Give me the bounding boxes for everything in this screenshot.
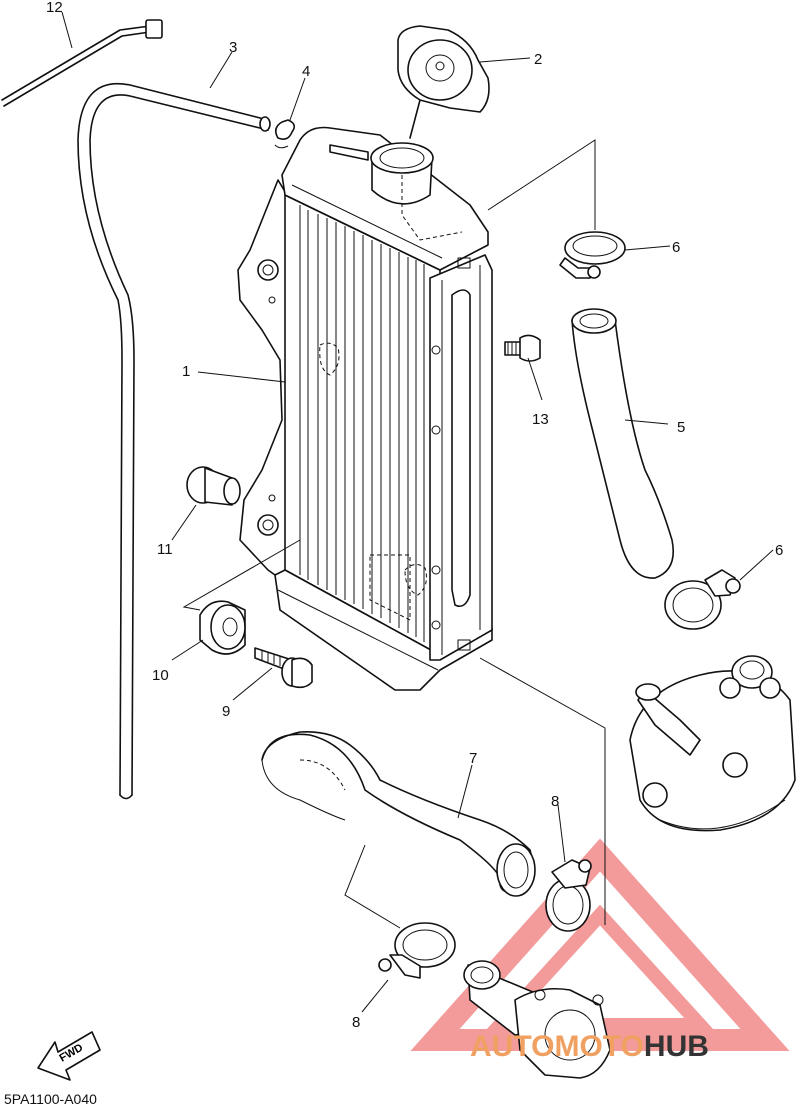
lower-hose-7 bbox=[261, 730, 536, 897]
callout-13: 13 bbox=[532, 411, 549, 428]
callout-4: 4 bbox=[302, 63, 310, 80]
callout-3: 3 bbox=[229, 39, 237, 56]
callout-11: 11 bbox=[157, 541, 173, 558]
callout-9: 9 bbox=[222, 703, 230, 720]
callout-2: 2 bbox=[534, 51, 542, 68]
damper-10 bbox=[199, 600, 246, 655]
drawing-code: 5PA1100-A040 bbox=[4, 1091, 97, 1107]
callout-12: 12 bbox=[46, 0, 63, 16]
upper-hose-5 bbox=[571, 308, 674, 579]
callout-5: 5 bbox=[677, 419, 685, 436]
hose-clamp-6-lower bbox=[664, 569, 741, 630]
leader-lines bbox=[61, 11, 774, 1013]
radiator-1 bbox=[237, 126, 493, 691]
bolt-13 bbox=[504, 334, 541, 362]
callout-7: 7 bbox=[469, 750, 477, 767]
clip-4 bbox=[274, 119, 296, 149]
callout-1: 1 bbox=[182, 363, 190, 380]
svg-text:AUTOMOTOHUB: AUTOMOTOHUB bbox=[470, 1030, 709, 1063]
guide-lines bbox=[182, 139, 606, 929]
watermark-part1: AUTOMOTO bbox=[470, 1030, 644, 1063]
cylinder-head bbox=[629, 655, 796, 832]
overflow-hose-12 bbox=[1, 19, 163, 107]
grommet-11 bbox=[186, 466, 241, 506]
watermark-text: AUTOMOTOHUB bbox=[470, 1030, 709, 1063]
callouts: 1 2 3 4 5 6 6 7 8 8 9 10 11 12 13 bbox=[46, 0, 783, 1031]
hose-clamp-8-left bbox=[378, 922, 456, 979]
hose-clamp-8-right bbox=[545, 859, 592, 932]
callout-8-left: 8 bbox=[352, 1014, 360, 1031]
pump-outlet-pipe bbox=[463, 960, 611, 1079]
watermark-part2: HUB bbox=[644, 1030, 709, 1063]
hose-clamp-6-upper bbox=[559, 231, 626, 279]
callout-6-upper: 6 bbox=[672, 239, 680, 256]
radiator-cap-2 bbox=[397, 25, 490, 139]
callout-6-lower: 6 bbox=[775, 542, 783, 559]
callout-8-right: 8 bbox=[551, 793, 559, 810]
bolt-9 bbox=[254, 647, 313, 689]
callout-10: 10 bbox=[152, 667, 169, 684]
fwd-arrow-icon: FWD bbox=[37, 1031, 101, 1081]
breather-tube-3 bbox=[77, 83, 271, 800]
